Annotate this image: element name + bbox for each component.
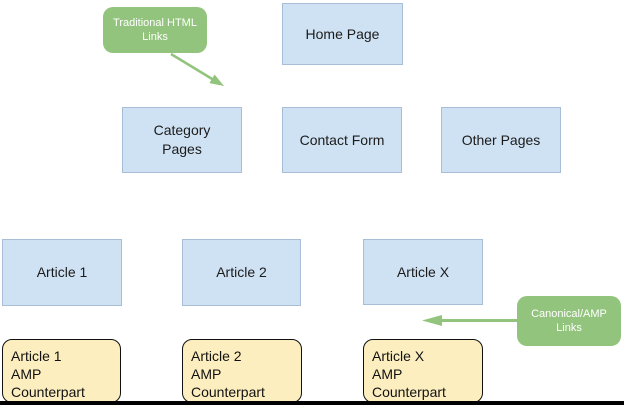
node-label: Counterpart	[372, 384, 446, 400]
node-home-page: Home Page	[282, 3, 403, 65]
callout-label: Traditional HTML	[113, 17, 197, 29]
node-label: Pages	[162, 141, 202, 157]
node-article-x-amp-counterpart: Article X AMP Counterpart	[363, 339, 483, 403]
node-contact-form: Contact Form	[282, 107, 402, 173]
node-label: Counterpart	[11, 384, 85, 400]
canonical-links-arrow	[422, 315, 517, 326]
callout-label: Links	[556, 322, 582, 334]
node-label: Counterpart	[191, 384, 265, 400]
callout-traditional-html-links: Traditional HTML Links	[103, 7, 207, 53]
node-label: Article 2	[191, 348, 242, 364]
node-label: Article X	[372, 348, 425, 364]
node-article-2: Article 2	[182, 239, 301, 306]
node-category-pages: Category Pages	[122, 107, 242, 173]
node-article-1: Article 1	[2, 239, 122, 306]
callout-label: Canonical/AMP	[531, 308, 607, 320]
callout-canonical-amp-links: Canonical/AMP Links	[517, 296, 621, 346]
node-label: Article X	[396, 263, 450, 280]
node-article-x: Article X	[363, 239, 483, 305]
node-label: Other Pages	[461, 131, 541, 148]
node-label: Article 1	[36, 264, 88, 280]
bottom-edge-bar	[0, 401, 624, 405]
node-label: AMP	[191, 366, 222, 382]
node-label: Home Page	[305, 25, 380, 42]
node-label: Article 2	[216, 264, 267, 280]
callout-label: Links	[142, 31, 168, 43]
node-article-1-amp-counterpart: Article 1 AMP Counterpart	[2, 339, 121, 403]
node-label: Contact Form	[299, 131, 385, 148]
node-label: AMP	[372, 366, 403, 382]
node-article-2-amp-counterpart: Article 2 AMP Counterpart	[182, 339, 302, 403]
node-other-pages: Other Pages	[441, 107, 561, 173]
node-label: AMP	[11, 366, 42, 382]
node-label: Article 1	[11, 348, 62, 364]
traditional-links-arrow	[170, 52, 224, 86]
node-label: Category	[153, 122, 211, 138]
